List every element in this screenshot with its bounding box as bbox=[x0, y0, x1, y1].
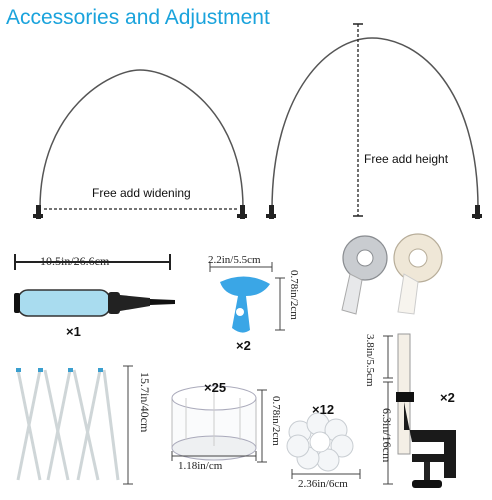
column-clip-ring bbox=[171, 385, 257, 461]
table-clamp bbox=[396, 333, 456, 488]
folding-rods bbox=[16, 369, 120, 481]
clips-height: 0.78in/2cm bbox=[270, 396, 282, 446]
pump-dimension: 10.5in/26.6cm bbox=[40, 254, 110, 268]
flower-clips-quantity: ×12 bbox=[312, 402, 335, 417]
rod-length: 15.7in/40cm bbox=[138, 372, 152, 433]
clamp-bottom-length: 6.3in/16cm bbox=[380, 408, 394, 463]
clamp-top-length: 3.8in/5.5cm bbox=[364, 334, 376, 387]
arch-feet bbox=[33, 205, 482, 219]
flower-clips-width: 2.36in/6cm bbox=[298, 478, 348, 490]
balloon-tie-tool bbox=[220, 276, 270, 333]
arch-right bbox=[271, 37, 479, 211]
tape-rolls bbox=[341, 233, 443, 315]
tool-height: 0.78in/2cm bbox=[288, 270, 300, 320]
height-label: Free add height bbox=[364, 152, 449, 166]
clips-width: 1.18in/cm bbox=[178, 460, 223, 472]
tool-width: 2.2in/5.5cm bbox=[208, 254, 261, 266]
page-title: Accessories and Adjustment bbox=[6, 6, 270, 29]
balloon-pump bbox=[14, 289, 175, 317]
tool-quantity: ×2 bbox=[236, 338, 251, 353]
flower-clips bbox=[286, 412, 354, 472]
arch-left bbox=[39, 69, 244, 209]
clips-quantity: ×25 bbox=[204, 380, 227, 395]
pump-quantity: ×1 bbox=[66, 324, 81, 339]
widening-label: Free add widening bbox=[92, 186, 191, 200]
clamp-quantity: ×2 bbox=[440, 390, 455, 405]
